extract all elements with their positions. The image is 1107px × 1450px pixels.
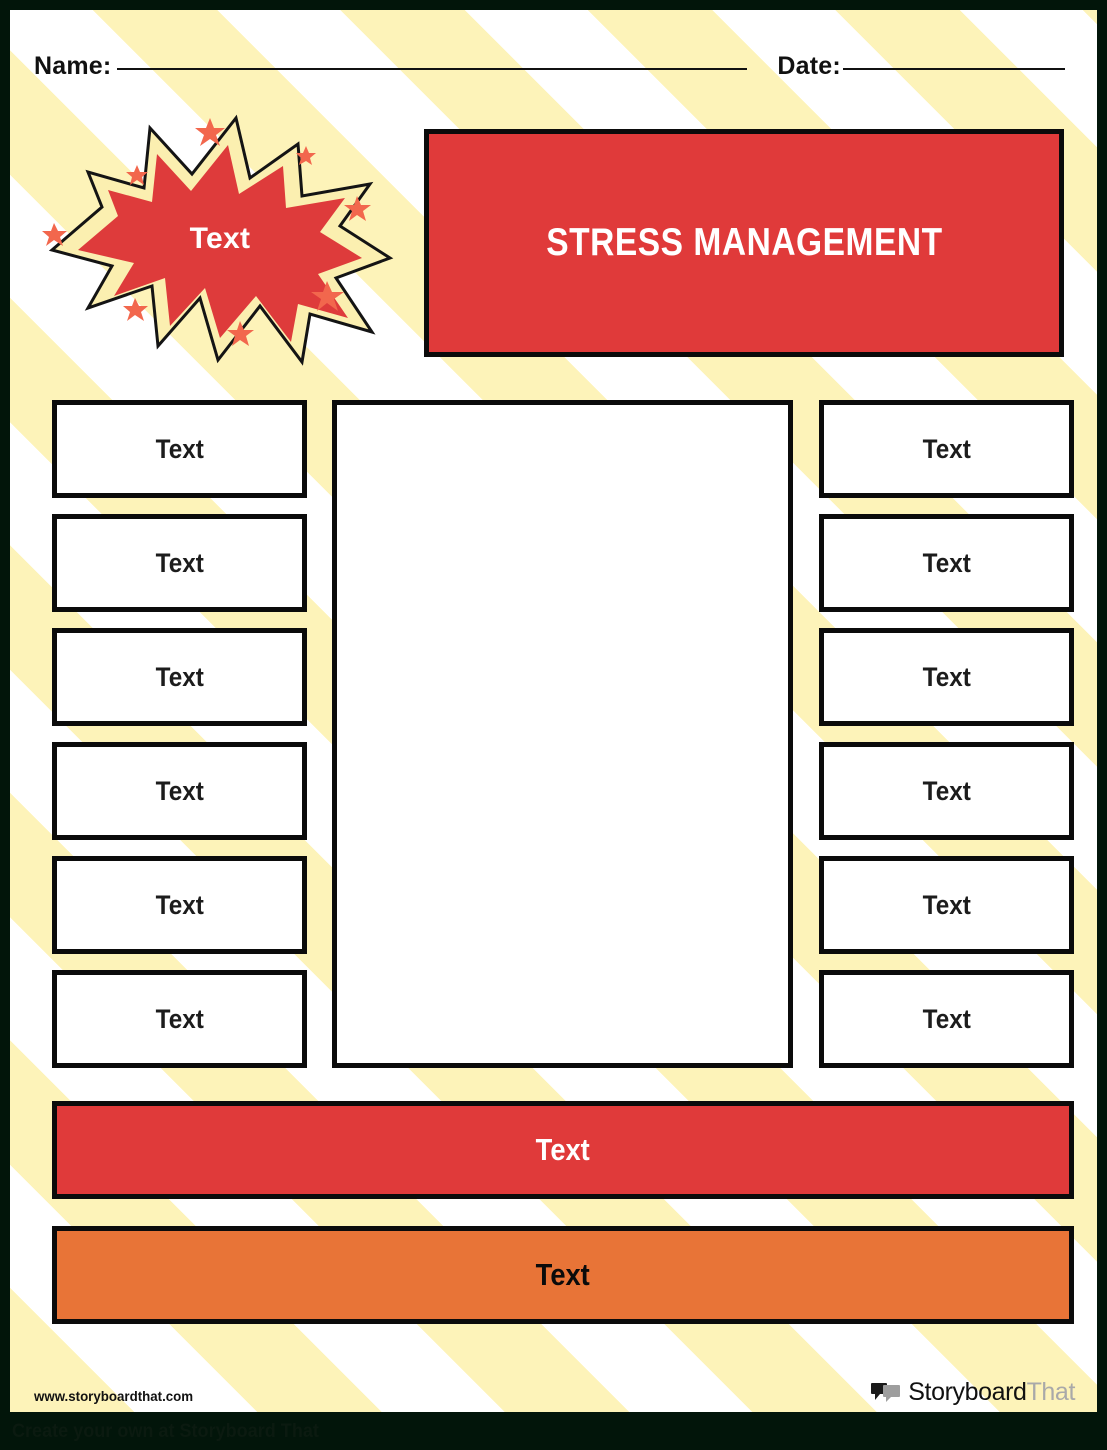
text-box-left-2[interactable]: Text	[52, 514, 307, 612]
bottom-banner-red[interactable]: Text	[52, 1101, 1074, 1199]
text-box-right-3[interactable]: Text	[819, 628, 1074, 726]
text-box-label: Text	[155, 547, 204, 578]
text-box-label: Text	[155, 1003, 204, 1034]
text-box-right-4[interactable]: Text	[819, 742, 1074, 840]
starburst-icon	[48, 114, 394, 366]
text-box-left-3[interactable]: Text	[52, 628, 307, 726]
worksheet-page: Name: Date: Text	[10, 10, 1097, 1412]
text-box-right-2[interactable]: Text	[819, 514, 1074, 612]
text-box-label: Text	[922, 547, 971, 578]
name-label: Name:	[34, 52, 112, 80]
text-box-left-5[interactable]: Text	[52, 856, 307, 954]
text-box-label: Text	[922, 775, 971, 806]
text-box-label: Text	[922, 1003, 971, 1034]
text-box-label: Text	[155, 775, 204, 806]
bottom-banner-red-label: Text	[535, 1132, 591, 1167]
page-title: STRESS MANAGEMENT	[545, 221, 943, 264]
right-column: Text Text Text Text Text Text	[819, 400, 1074, 1068]
name-date-row: Name: Date:	[34, 52, 1074, 94]
text-box-left-4[interactable]: Text	[52, 742, 307, 840]
starburst-badge[interactable]: Text	[40, 110, 400, 368]
logo-primary-text: Storyboard	[908, 1378, 1027, 1406]
left-column: Text Text Text Text Text Text	[52, 400, 307, 1068]
text-box-right-6[interactable]: Text	[819, 970, 1074, 1068]
text-box-right-5[interactable]: Text	[819, 856, 1074, 954]
text-box-label: Text	[155, 889, 204, 920]
text-box-label: Text	[922, 433, 971, 464]
date-label: Date:	[777, 52, 841, 80]
create-your-own-caption: Create your own at Storyboard That	[12, 1421, 319, 1442]
center-image-box[interactable]	[332, 400, 793, 1068]
date-input-line[interactable]	[842, 67, 1065, 70]
footer-url[interactable]: www.storyboardthat.com	[34, 1388, 194, 1404]
text-box-label: Text	[922, 661, 971, 692]
speech-bubbles-icon	[871, 1382, 901, 1402]
text-box-right-1[interactable]: Text	[819, 400, 1074, 498]
text-box-label: Text	[155, 433, 204, 464]
text-box-label: Text	[155, 661, 204, 692]
storyboardthat-logo[interactable]: StoryboardThat	[871, 1378, 1075, 1407]
logo-secondary-text: That	[1026, 1378, 1076, 1406]
name-input-line[interactable]	[117, 67, 748, 70]
text-box-label: Text	[922, 889, 971, 920]
content-grid: Text Text Text Text Text Text Text Text …	[52, 400, 1074, 1068]
text-box-left-6[interactable]: Text	[52, 970, 307, 1068]
text-box-left-1[interactable]: Text	[52, 400, 307, 498]
bottom-banner-orange[interactable]: Text	[52, 1226, 1074, 1324]
title-banner[interactable]: STRESS MANAGEMENT	[424, 129, 1064, 357]
bottom-banner-orange-label: Text	[535, 1257, 591, 1292]
